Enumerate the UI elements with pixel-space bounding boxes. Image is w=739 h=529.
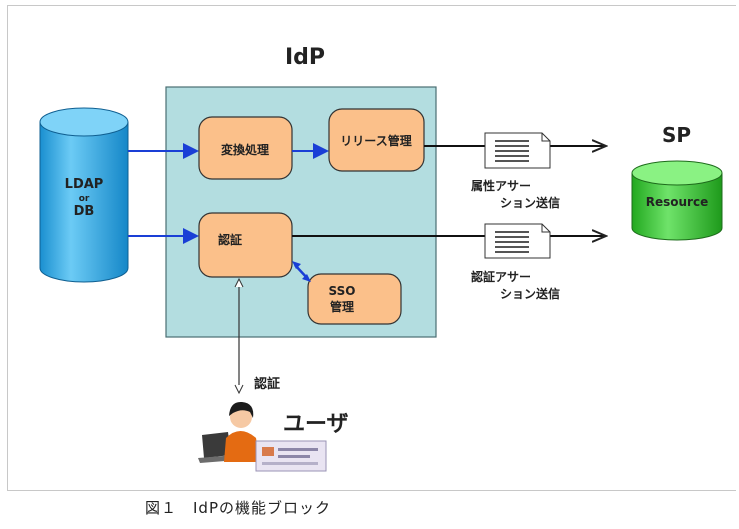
user-icon [198,401,327,472]
sp-title: SP [662,123,691,147]
sso-label: SSO [329,284,356,298]
sso-box [307,273,402,325]
ldap-db-label: DB [74,204,95,219]
resource-label: Resource [646,195,708,209]
ldap-label: LDAP [65,177,104,192]
user-label: ユーザ [283,412,349,437]
user-auth-label: 認証 [254,376,280,392]
release-box [328,108,425,172]
resource-cylinder [631,160,723,241]
user-auth-arrow [234,277,244,395]
attribute-assertion-label-2: ション送信 [500,195,560,210]
auth-sso-arrow [292,261,311,282]
attribute-assertion-document-icon [484,132,551,169]
transform-box [198,116,293,180]
figure-caption: 図１ IdPの機能ブロック [145,499,331,517]
idp-title: IdP [285,45,325,70]
auth-label: 認証 [218,232,242,247]
sso-label-2: 管理 [330,299,354,314]
ldap-db-cylinder [39,107,129,283]
ldap-or-label: or [79,194,90,204]
auth-assertion-document-icon [484,223,551,259]
transform-label: 変換処理 [221,142,269,157]
auth-assertion-label: 認証アサー [471,269,531,284]
auth-assertion-label-2: ション送信 [500,286,560,301]
release-label: リリース管理 [340,133,411,148]
auth-box [198,212,293,278]
attribute-assertion-label: 属性アサー [471,178,531,193]
